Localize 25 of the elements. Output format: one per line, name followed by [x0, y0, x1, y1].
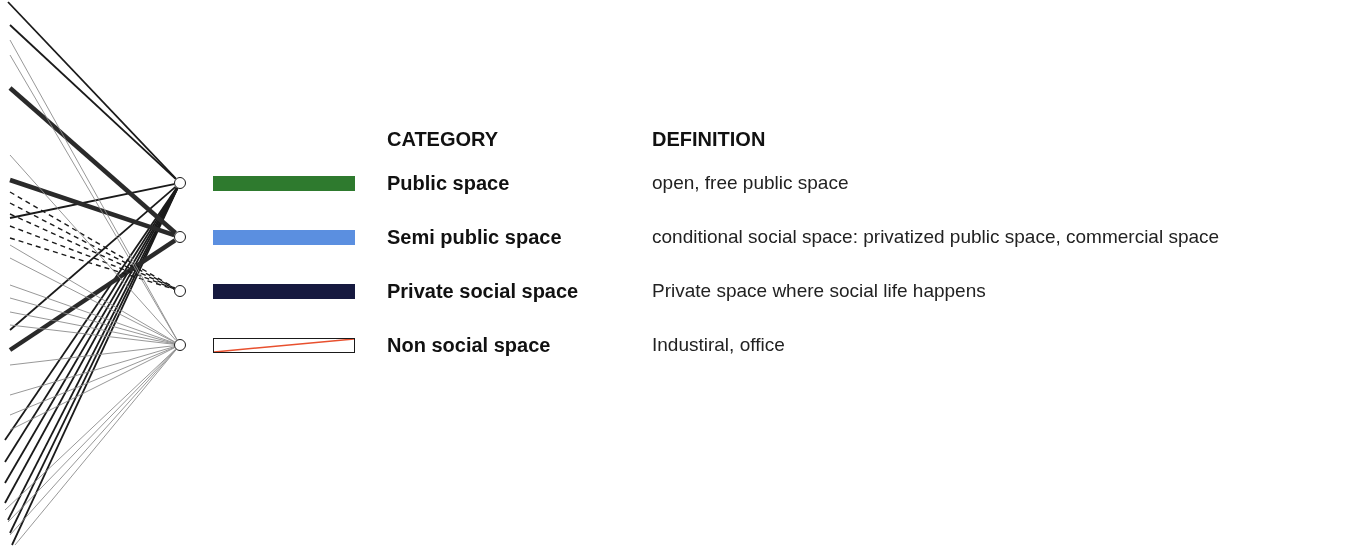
column-header: DEFINITION — [652, 127, 766, 152]
connector-line — [9, 345, 175, 366]
connector-line — [9, 297, 175, 344]
legend-label: Private social space — [387, 279, 579, 304]
legend-label: Non social space — [387, 333, 551, 358]
connector-line — [9, 183, 175, 219]
connector-line — [9, 347, 176, 431]
definition-text: open, free public space — [652, 171, 849, 195]
connector-line — [9, 225, 176, 290]
column-header: CATEGORY — [387, 127, 499, 152]
definition-text: Industiral, office — [652, 333, 785, 357]
connector-line — [9, 346, 175, 416]
connector-line — [9, 154, 177, 341]
connector-line — [9, 186, 177, 331]
legend-label: Public space — [387, 171, 510, 196]
connector-line — [9, 177, 176, 238]
connector-line — [8, 86, 177, 235]
connector-line — [9, 311, 175, 345]
definition-text: conditional social space: privatized public space, commercial space — [652, 225, 1220, 249]
connector-line — [9, 284, 175, 344]
connector-line — [9, 324, 175, 345]
legend-label: Semi public space — [387, 225, 562, 250]
connector-line — [9, 237, 175, 290]
connector-line — [9, 346, 175, 396]
definition-text: Private space where social life happens — [652, 279, 986, 303]
